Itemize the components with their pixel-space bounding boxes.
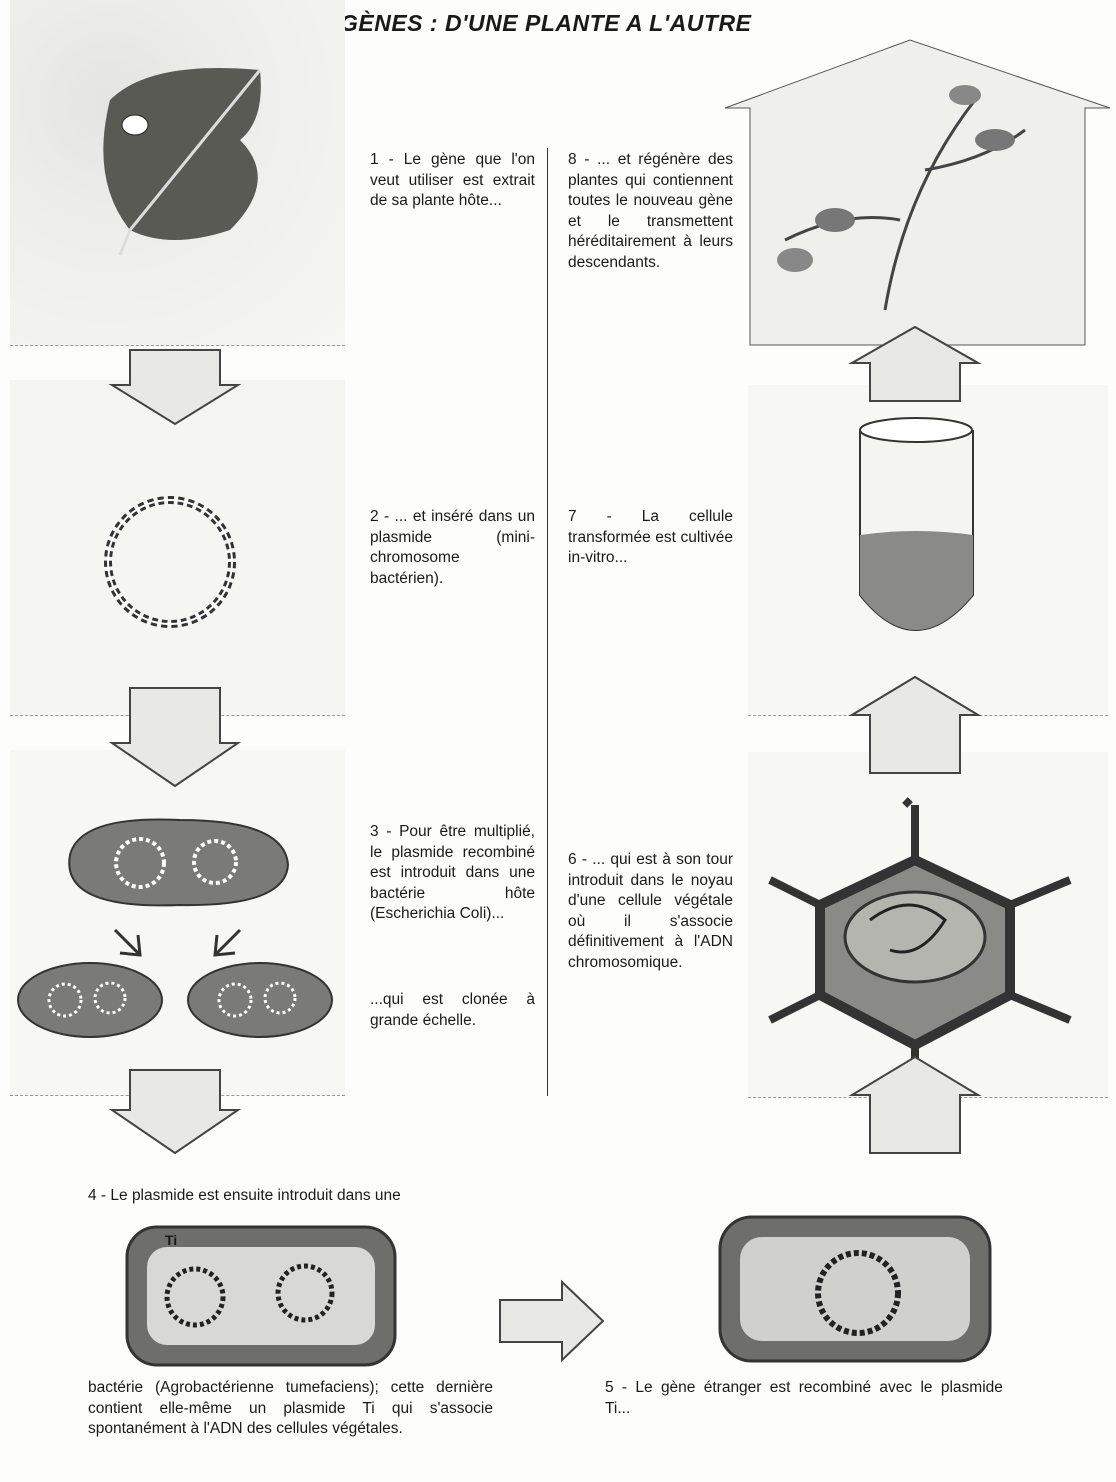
arrow-right	[499, 1279, 605, 1363]
recombined-box	[718, 1215, 992, 1363]
arrow-down-1b	[108, 349, 242, 426]
step-5-text: 5 - Le gène étranger est recombiné avec …	[605, 1379, 1003, 1417]
step-2-text: 2 - ... et inséré dans un plasmide (mini…	[370, 508, 535, 587]
cloned-bacterium-1	[17, 962, 163, 1038]
cloned-bacterium-2	[187, 962, 333, 1038]
arrow-down-2	[108, 687, 242, 788]
plant-house-panel	[724, 39, 1111, 346]
ecoli-bacterium	[68, 818, 290, 907]
split-arrows	[113, 928, 242, 957]
step-4a-text: 4 - Le plasmide est ensuite introduit da…	[88, 1187, 401, 1204]
step-7-text: 7 - La cellule transformée est cultivée …	[568, 508, 733, 566]
test-tube-icon	[859, 417, 974, 631]
leaf-illustration	[103, 68, 262, 256]
step-6-text: 6 - ... qui est à son tour introduit dan…	[568, 851, 733, 971]
plant-cell-hexagon	[768, 797, 1072, 1075]
plasmid-panel	[10, 380, 345, 716]
step-4b-text: bactérie (Agrobactérienne tumefaciens); …	[88, 1379, 493, 1437]
arrow-down-3	[108, 1069, 242, 1155]
bacteria-panel	[10, 750, 345, 1096]
step-3b-text: ...qui est clonée à grande échelle.	[370, 991, 535, 1029]
step-1-text: 1 - Le gène que l'on veut utiliser est e…	[370, 151, 535, 209]
step-8-text: 8 - ... et régénère des plantes qui cont…	[568, 151, 733, 271]
arrow-up-1b	[848, 325, 982, 402]
plasmid-ring-icon	[104, 496, 236, 628]
ti-label: Ti	[165, 1232, 178, 1248]
page-title: GÈNES : D'UNE PLANTE A L'AUTRE	[340, 10, 752, 36]
arrow-up-2b	[848, 675, 982, 774]
arrow-up-3	[848, 1055, 982, 1154]
step-3-text: 3 - Pour être multiplié, le plasmide rec…	[370, 823, 535, 922]
agrobacterium-box	[125, 1225, 397, 1367]
column-divider	[547, 148, 548, 1096]
